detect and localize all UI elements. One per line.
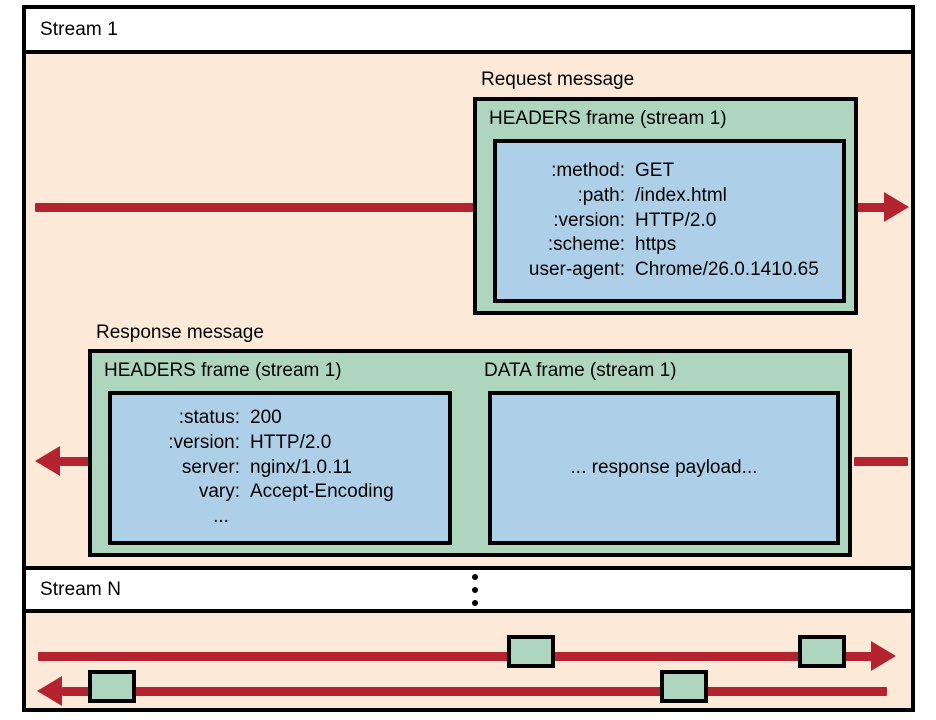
streamn-outbound-line — [38, 652, 874, 661]
streamn-outbound-frame-block — [798, 635, 846, 668]
header-value: nginx/1.0.11 — [250, 456, 353, 478]
request-headers-frame-title: HEADERS frame (stream 1) — [489, 108, 727, 129]
header-key: :scheme: — [547, 234, 625, 256]
header-key: vary: — [198, 481, 240, 503]
response-data-payload: ... response payload... — [488, 391, 840, 545]
request-flow-line-left — [35, 203, 475, 212]
request-headers-frame: HEADERS frame (stream 1) :method: GET :p… — [473, 97, 858, 315]
request-flow-arrowhead — [884, 192, 909, 222]
streamn-inbound-frame-block — [660, 670, 708, 703]
request-headers-list: :method: GET :path: /index.html :version… — [497, 143, 842, 299]
stream-container: Stream 1 Request message HEADERS frame (… — [22, 5, 915, 712]
header-key: :path: — [577, 184, 625, 206]
header-key: :method: — [551, 160, 625, 182]
header-value: https — [635, 234, 677, 256]
header-value: HTTP/2.0 — [635, 209, 717, 231]
header-value: /index.html — [635, 184, 727, 206]
header-row: user-agent: Chrome/26.0.1410.65 — [497, 258, 842, 283]
header-row: server: nginx/1.0.11 — [112, 456, 448, 481]
header-key: :version: — [553, 209, 625, 231]
response-headers-frame-title: HEADERS frame (stream 1) — [104, 360, 342, 381]
response-headers-payload: :status: 200 :version: HTTP/2.0 server: … — [108, 391, 452, 545]
response-data-frame-title: DATA frame (stream 1) — [484, 360, 677, 381]
response-flow-arrowhead — [35, 446, 60, 476]
stream-n-label: Stream N — [40, 578, 122, 600]
response-frames-container: HEADERS frame (stream 1) :status: 200 :v… — [88, 349, 852, 557]
header-row: :method: GET — [497, 159, 842, 184]
header-row: :status: 200 — [112, 406, 448, 431]
streamn-inbound-frame-block — [88, 670, 136, 703]
header-value: Chrome/26.0.1410.65 — [635, 259, 819, 281]
header-key: :version: — [168, 431, 240, 453]
stream-1-label: Stream 1 — [40, 18, 118, 40]
header-value: HTTP/2.0 — [250, 431, 332, 453]
header-row: vary: Accept-Encoding — [112, 480, 448, 505]
header-key: user-agent: — [528, 259, 625, 281]
header-key: server: — [181, 456, 240, 478]
streamn-inbound-line — [62, 687, 887, 696]
response-headers-list: :status: 200 :version: HTTP/2.0 server: … — [112, 395, 448, 541]
response-message-label: Response message — [96, 322, 264, 343]
header-row: :scheme: https — [497, 233, 842, 258]
headers-truncation-ellipsis: ... — [213, 506, 229, 528]
header-value: 200 — [250, 407, 282, 429]
header-row: :version: HTTP/2.0 — [112, 431, 448, 456]
streamn-outbound-arrowhead — [871, 641, 896, 671]
header-key: :status: — [178, 407, 240, 429]
stream-1-header-band: Stream 1 — [26, 9, 911, 54]
response-flow-line-left — [60, 457, 98, 466]
response-flow-line-right — [854, 457, 908, 466]
request-headers-payload: :method: GET :path: /index.html :version… — [493, 139, 846, 303]
vertical-ellipsis-icon — [472, 573, 478, 606]
stream-n-header-band: Stream N — [26, 566, 911, 613]
streamn-inbound-arrowhead — [37, 676, 62, 706]
header-value: Accept-Encoding — [250, 481, 394, 503]
streamn-outbound-frame-block — [507, 635, 555, 668]
header-row: :path: /index.html — [497, 184, 842, 209]
response-payload-text: ... response payload... — [570, 457, 758, 478]
request-message-label: Request message — [481, 69, 635, 90]
header-row: :version: HTTP/2.0 — [497, 209, 842, 234]
header-value: GET — [635, 160, 675, 182]
request-flow-line-right — [846, 203, 886, 212]
